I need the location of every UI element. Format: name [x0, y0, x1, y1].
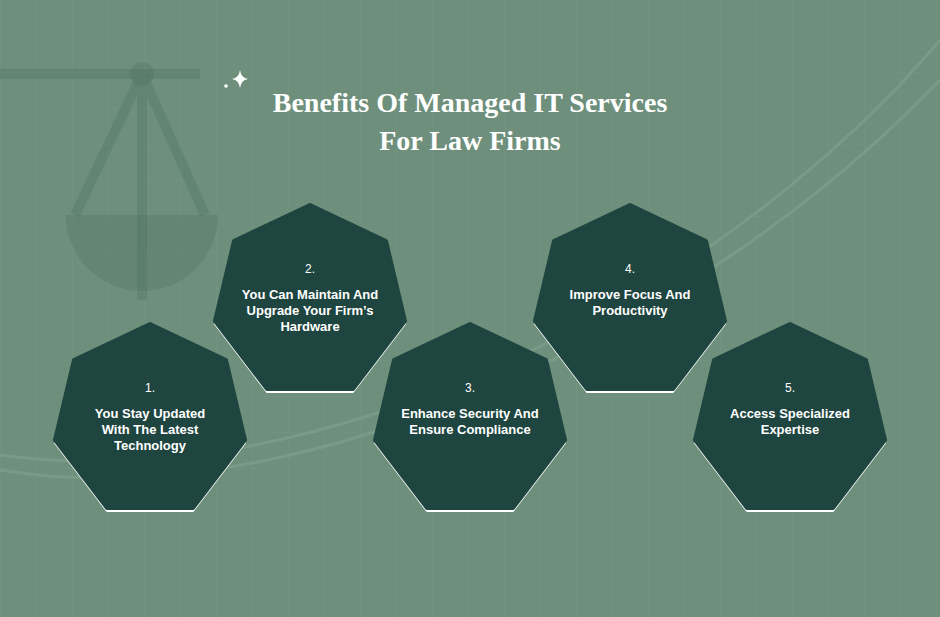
- benefit-label: Improve Focus And Productivity: [560, 287, 700, 319]
- heptagon-card: 2. You Can Maintain And Upgrade Your Firm…: [213, 203, 407, 393]
- heptagon-card: 1. You Stay Updated With The Latest Techn…: [53, 322, 247, 512]
- callout-number: 2.: [305, 261, 315, 277]
- callout-number: 4.: [625, 261, 635, 277]
- benefit-label: Enhance Security And Ensure Compliance: [400, 406, 540, 438]
- benefit-label: You Stay Updated With The Latest Technol…: [80, 406, 220, 454]
- heptagon-card: 5. Access Specialized Expertise: [693, 322, 887, 512]
- heptagon-card: 3. Enhance Security And Ensure Compliance: [373, 322, 567, 512]
- callout-number: 5.: [785, 380, 795, 396]
- heptagon-card: 4. Improve Focus And Productivity: [533, 203, 727, 393]
- callout-number: 3.: [465, 380, 475, 396]
- sparkle-icon: [224, 70, 248, 88]
- benefit-label: You Can Maintain And Upgrade Your Firm’s…: [240, 287, 380, 335]
- diagram-title: Benefits Of Managed IT Services For Law …: [257, 84, 683, 160]
- benefit-label: Access Specialized Expertise: [720, 406, 860, 438]
- callout-number: 1.: [145, 380, 155, 396]
